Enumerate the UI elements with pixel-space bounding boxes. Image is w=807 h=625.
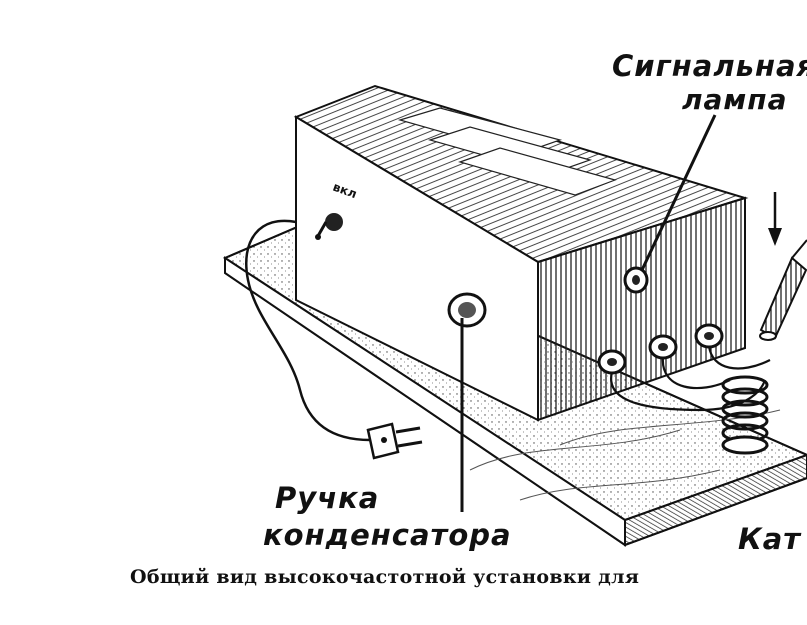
terminals	[597, 323, 724, 375]
signal-lamp-label-line2: лампа	[682, 83, 788, 116]
capacitor-knob	[447, 292, 487, 512]
knob-label-line2: конденсатора	[263, 518, 512, 552]
probe	[759, 239, 807, 341]
down-arrow-icon	[768, 192, 782, 246]
power-cord	[245, 219, 371, 442]
terminal-wires	[610, 345, 771, 412]
coil	[721, 375, 769, 455]
knob-label-line1: Ручка	[275, 481, 379, 515]
power-switch	[315, 213, 343, 240]
signal-lamp-label-line1: Сигнальная	[612, 49, 807, 83]
signal-lamp	[623, 114, 717, 294]
plug-icon	[366, 422, 423, 460]
coil-label-partial: Кат	[738, 522, 802, 556]
figure-caption: Общий вид высокочастотной установки для	[130, 566, 640, 588]
apparatus-box	[293, 84, 749, 422]
